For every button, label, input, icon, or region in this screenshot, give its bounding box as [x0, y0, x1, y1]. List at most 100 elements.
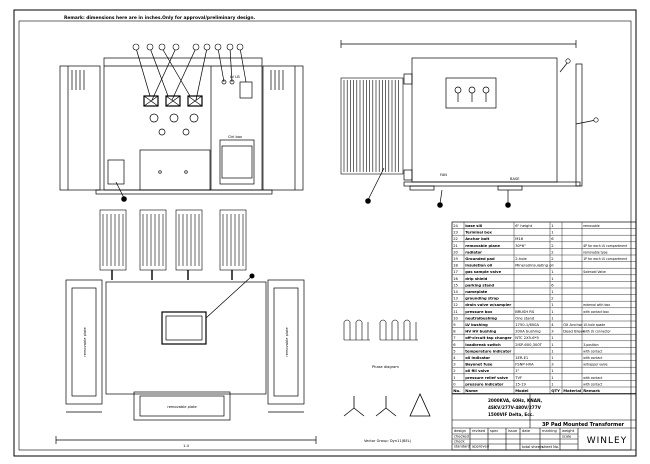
- bom-cell: drain valve w/sampler: [465, 303, 511, 307]
- bom-cell: 6: [551, 283, 554, 287]
- bom-cell: Bayonet fuse: [465, 363, 493, 367]
- bom-cell: base sill: [465, 224, 482, 228]
- bom-cell: 4: [453, 356, 456, 360]
- bom-cell: Mineral/insulating oil: [515, 264, 553, 268]
- bom-cell: 17: [453, 270, 458, 274]
- bom-cell: neutralbushing: [465, 316, 497, 320]
- bom-cell: LV bushing: [465, 323, 488, 327]
- bom-cell: 1: [551, 356, 553, 360]
- drawing-title: 3P Pad Mounted Transformer: [542, 422, 625, 428]
- spec-line-1: 2000KVA, 60Hz, KNAN,: [488, 398, 543, 403]
- wiring-caption: Phase diagram: [372, 365, 399, 369]
- bom-cell: 30*6": [515, 244, 526, 248]
- title-block: [451, 393, 637, 451]
- bom-cell: temperature indicator: [465, 349, 511, 353]
- spec-line-3: 1500VIF Delta, Ecc.: [488, 412, 534, 417]
- bom-cell: 1": [515, 369, 519, 373]
- bom-cell: Grounded pad: [465, 257, 495, 261]
- bom-cell: 22: [453, 237, 458, 241]
- bom-header-cell: Name: [465, 388, 478, 393]
- total-sheets-label: total sheets: [522, 445, 543, 449]
- bom-cell: drip shield: [465, 277, 487, 281]
- bom-cell: 6: [453, 343, 456, 347]
- sign-row-approved: approved: [472, 445, 489, 449]
- bom-cell: 3: [551, 363, 554, 367]
- sign-row-standard: standard: [454, 445, 470, 449]
- bom-cell: 2: [551, 297, 553, 301]
- sign-col-date: date: [522, 429, 531, 433]
- sign-row-check: check: [454, 440, 465, 444]
- bom-cell: One stand: [515, 316, 534, 320]
- bom-header-cell: Remark: [583, 388, 600, 393]
- bom-cell: radiator: [465, 250, 482, 254]
- fan-label: FAN: [440, 173, 447, 177]
- bom-cell: OX Anchor: [563, 323, 583, 327]
- bom-header-cell: No.: [453, 388, 461, 393]
- bom-cell: 23: [453, 231, 458, 235]
- bom-cell: Solenoid Valve: [583, 270, 606, 274]
- bom-cell: 1: [453, 376, 455, 380]
- bom-cell: HV HV bushing: [465, 330, 496, 334]
- bom-cell: 4: [551, 323, 554, 327]
- bom-cell: 1750-1/600A: [515, 323, 539, 327]
- bom-header-cell: QTY: [551, 388, 560, 393]
- bom-cell: 20: [453, 250, 458, 254]
- bom-cell: 12: [453, 303, 458, 307]
- bom-cell: insulation oil: [465, 264, 492, 268]
- bom-cell: 11: [453, 310, 458, 314]
- radiator-bank: [139, 209, 167, 271]
- vector-group-diagram: [343, 393, 431, 417]
- front-elevation: [59, 47, 304, 199]
- bom-cell: gas sample valve: [465, 270, 501, 274]
- plate-right-label: removable plate: [285, 327, 289, 357]
- side-elevation: [340, 40, 597, 205]
- bom-cell: 3: [453, 363, 456, 367]
- sign-row-design: design: [454, 429, 466, 433]
- spec-line-2: 4SKV/277V-480V/277V: [488, 405, 542, 410]
- bom-cell: nameplate: [465, 290, 488, 294]
- bom-cell: with contact: [583, 356, 603, 360]
- bom-cell: 0: [453, 382, 456, 386]
- brand-name: WINLEY: [587, 436, 627, 446]
- plate-left-label: removable plate: [83, 327, 87, 357]
- bom-cell: 10: [453, 316, 458, 320]
- bom-cell: 2: [551, 250, 553, 254]
- bom-cell: Terminal box: [465, 231, 492, 235]
- bom-cell: removable plane: [465, 244, 500, 248]
- sheet-no-label: sheet No.: [542, 445, 559, 449]
- bom-cell: with LV connector: [583, 330, 611, 334]
- sign-row-checked: checked: [454, 435, 469, 439]
- lv-label: LV LB: [230, 75, 240, 79]
- bom-cell: grounding strap: [465, 297, 499, 301]
- bom-cell: with contact: [583, 376, 603, 380]
- bom-cell: 19: [453, 257, 458, 261]
- bom-cell: loadbreak switch: [465, 343, 501, 347]
- bom-cell: with contact: [583, 382, 603, 386]
- bom-cell: 1: [551, 277, 553, 281]
- inner-frame: [18, 20, 632, 451]
- radiator-legs: [111, 270, 233, 280]
- bom-cell: NTC 2X5-6*5: [515, 336, 539, 340]
- remark-note: Remark: dimensions here are in inches.On…: [64, 16, 256, 21]
- bom-header-cell: Model: [515, 388, 528, 393]
- bom-cell: 4P for each LV compartment: [583, 244, 628, 248]
- plan-view: [55, 275, 317, 444]
- radiator-bank: [219, 209, 247, 271]
- radiator-bank: [175, 209, 203, 271]
- sign-col-spec: spec: [490, 429, 498, 433]
- bom-cell: 6: [551, 237, 554, 241]
- bom-cell: with contact: [583, 349, 603, 353]
- bom-cell: 1: [551, 349, 553, 353]
- bom-cell: 1: [551, 336, 553, 340]
- radiator-top-view: [99, 209, 247, 271]
- bom-cell: 1P for each LV compartment: [583, 257, 628, 261]
- sign-col-revised: revised: [472, 429, 485, 433]
- bom-cell: with contact box: [583, 310, 609, 314]
- bom-cell: 1: [551, 343, 553, 347]
- bom-cell: 1: [551, 310, 553, 314]
- bom-cell: 1: [551, 224, 553, 228]
- bom-cell: 1: [551, 376, 553, 380]
- bom-cell: 24: [453, 224, 458, 228]
- bom-cell: 200A bushing: [515, 330, 540, 334]
- bom-cell: 6" height: [515, 224, 533, 228]
